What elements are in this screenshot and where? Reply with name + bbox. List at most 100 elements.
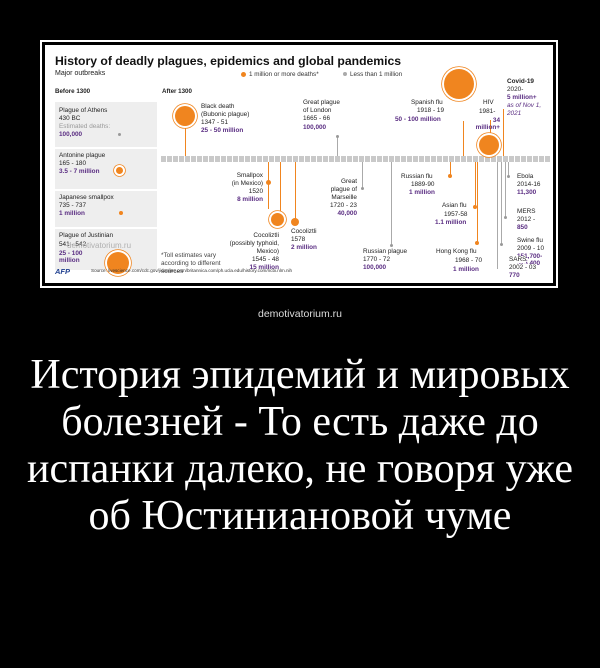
covid-name: Covid-19 bbox=[507, 78, 534, 85]
source-line: Source: livescience.com/cdc.gov/jidonlin… bbox=[91, 268, 293, 273]
small-marker bbox=[500, 243, 503, 246]
connector bbox=[475, 162, 476, 207]
connector bbox=[185, 125, 186, 156]
covid-dates: 2020- bbox=[507, 86, 524, 93]
hong-kong-dates: 1968 - 70 bbox=[455, 257, 483, 264]
legend-big: 1 million or more deaths* bbox=[241, 71, 319, 78]
small-marker bbox=[507, 175, 510, 178]
japanese-dates: 735 - 737 bbox=[59, 202, 87, 209]
asian-flu-deaths: 1.1 million bbox=[435, 219, 467, 226]
black-death-dates: 1347 - 51 bbox=[201, 119, 229, 126]
legend-big-label: 1 million or more deaths* bbox=[249, 71, 319, 78]
athens-dates: 430 BC bbox=[59, 115, 81, 122]
london-name1: Great plague bbox=[303, 99, 340, 106]
london-dates: 1665 - 66 bbox=[303, 115, 331, 122]
antonine-deaths: 3.5 - 7 million bbox=[59, 168, 100, 175]
cocoliztli1578-marker bbox=[291, 218, 299, 226]
connector bbox=[463, 121, 464, 156]
cocoliztli1545-marker bbox=[271, 213, 284, 226]
justinian-marker bbox=[107, 252, 129, 274]
black-death-name1: Black death bbox=[201, 103, 235, 110]
gray-dot-icon bbox=[343, 72, 347, 77]
poster-frame bbox=[40, 40, 558, 288]
antonine-name: Antonine plague bbox=[59, 152, 106, 159]
asian-flu-dates: 1957-58 bbox=[444, 211, 468, 218]
mers-dates: 2012 - bbox=[517, 216, 536, 223]
small-marker bbox=[118, 133, 121, 136]
connector bbox=[295, 162, 296, 225]
small-marker bbox=[390, 244, 393, 247]
london-deaths: 100,000 bbox=[303, 124, 327, 131]
cocoliztli1545-name3: Mexico) bbox=[256, 248, 279, 255]
covid-deaths: 5 million+ bbox=[507, 94, 537, 101]
mers-deaths: 850 bbox=[517, 224, 528, 231]
marseille-name1: Great bbox=[341, 178, 357, 185]
japanese-name: Japanese smallpox bbox=[59, 194, 114, 201]
legend-small-label: Less than 1 million bbox=[350, 71, 403, 78]
connector bbox=[450, 162, 451, 176]
hiv-dates: 1981- bbox=[479, 108, 496, 115]
athens-note: Estimated deaths: bbox=[59, 123, 111, 130]
russian-flu-marker bbox=[448, 174, 452, 178]
section-after: After 1300 bbox=[162, 88, 192, 95]
hong-kong-deaths: 1 million bbox=[453, 266, 479, 273]
small-marker bbox=[504, 216, 507, 219]
ebola-name: Ebola bbox=[517, 173, 534, 180]
cocoliztli1578-name: Cocoliztli bbox=[291, 228, 317, 235]
cocoliztli1545-deaths: 15 million bbox=[249, 264, 279, 271]
japanese-deaths: 1 million bbox=[59, 210, 85, 217]
connector bbox=[391, 162, 392, 245]
orange-dot-icon bbox=[241, 71, 246, 77]
smallpox-deaths: 8 million bbox=[237, 196, 263, 203]
cocoliztli1545-dates: 1545 - 48 bbox=[251, 256, 279, 263]
connector bbox=[503, 109, 504, 156]
poster-subtitle: Major outbreaks bbox=[55, 70, 106, 77]
swine-name: Swine flu bbox=[517, 237, 543, 244]
ebola-deaths: 11,300 bbox=[517, 189, 537, 196]
hong-kong-name: Hong Kong flu bbox=[436, 248, 477, 255]
asian-flu-name: Asian flu bbox=[442, 202, 467, 209]
connector bbox=[501, 162, 502, 244]
footnote-line2: according to different bbox=[161, 260, 221, 267]
afp-logo: AFP bbox=[55, 267, 70, 276]
asian-flu-marker bbox=[473, 205, 477, 209]
smallpox-dates: 1520 bbox=[248, 188, 263, 195]
panel-divider bbox=[55, 189, 157, 191]
black-death-name2: (Bubonic plague) bbox=[201, 111, 250, 118]
russian-plague-name: Russian plague bbox=[363, 248, 408, 255]
marseille-dates: 1720 - 23 bbox=[329, 202, 357, 209]
panel-divider bbox=[55, 147, 157, 149]
hong-kong-marker bbox=[475, 241, 479, 245]
cocoliztli1578-dates: 1578 bbox=[291, 236, 306, 243]
connector bbox=[268, 162, 269, 209]
covid-note1: as of Nov 1, bbox=[507, 102, 542, 109]
poster-title: History of deadly plagues, epidemics and… bbox=[55, 54, 402, 68]
russian-flu-dates: 1889-90 bbox=[411, 181, 435, 188]
ebola-dates: 2014-16 bbox=[517, 181, 541, 188]
before-1300-panel bbox=[55, 102, 157, 270]
spanish-dates: 1918 - 19 bbox=[417, 107, 445, 114]
justinian-deaths: 25 - 100 million bbox=[59, 250, 83, 265]
connector bbox=[337, 136, 338, 156]
cocoliztli1545-name1: Cocoliztli bbox=[253, 232, 279, 239]
russian-flu-deaths: 1 million bbox=[409, 189, 435, 196]
watermark: demotivatorium.ru bbox=[257, 308, 343, 320]
london-name2: of London bbox=[303, 107, 332, 114]
marseille-name2: plague of bbox=[330, 186, 357, 193]
antonine-marker bbox=[116, 167, 123, 174]
connector bbox=[477, 162, 478, 243]
cocoliztli1578-deaths: 2 million bbox=[291, 244, 317, 251]
justinian-dates: 541 - 542 bbox=[59, 241, 87, 248]
connector bbox=[490, 120, 491, 148]
spanish-deaths: 50 - 100 million bbox=[395, 116, 441, 123]
connector bbox=[280, 162, 281, 219]
sars-name: SARS bbox=[509, 256, 527, 264]
cocoliztli1545-name2: (possibly typhoid, bbox=[229, 240, 279, 247]
swine-deaths: 151,700- 575,400 bbox=[517, 253, 543, 267]
mers-name: MERS bbox=[517, 208, 536, 215]
smallpox-name1: Smallpox bbox=[236, 172, 263, 179]
justinian-name: Plague of Justinian bbox=[59, 232, 114, 239]
hiv-name: HIV bbox=[483, 99, 494, 106]
footnote-line3: sources bbox=[161, 268, 184, 275]
marseille-deaths: 40,000 bbox=[337, 210, 357, 217]
